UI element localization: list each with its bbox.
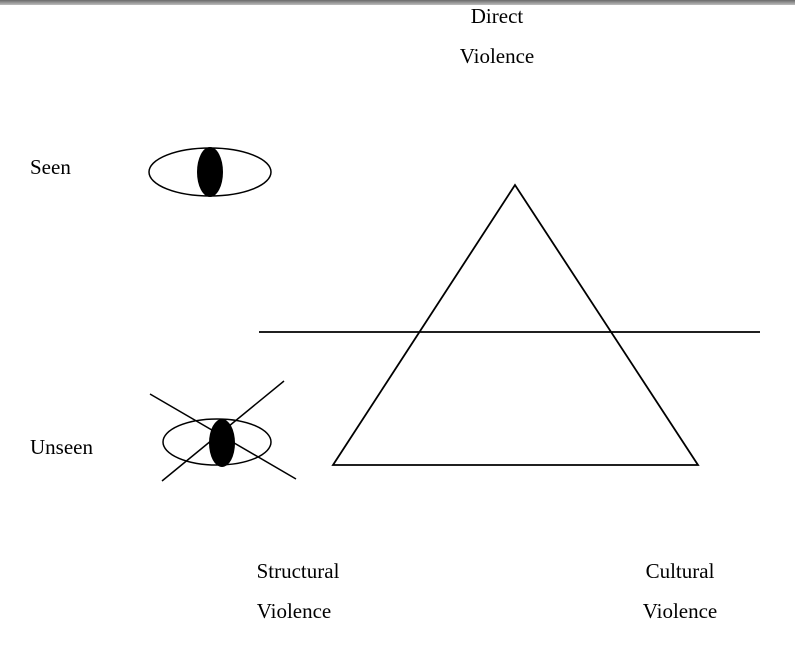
label-seen: Seen — [30, 155, 71, 179]
label-unseen: Unseen — [30, 435, 93, 459]
crossed-eye-icon — [149, 380, 297, 482]
label-direct: Direct — [471, 4, 524, 28]
window-top-border — [0, 0, 795, 5]
label-cultural-violence: Violence — [643, 599, 718, 623]
label-structural: Structural — [257, 559, 340, 583]
label-direct-violence: Violence — [460, 44, 535, 68]
label-cultural: Cultural — [646, 559, 715, 583]
label-structural-violence: Violence — [257, 599, 332, 623]
eye-icon — [148, 147, 272, 197]
violence-triangle — [331, 183, 700, 466]
